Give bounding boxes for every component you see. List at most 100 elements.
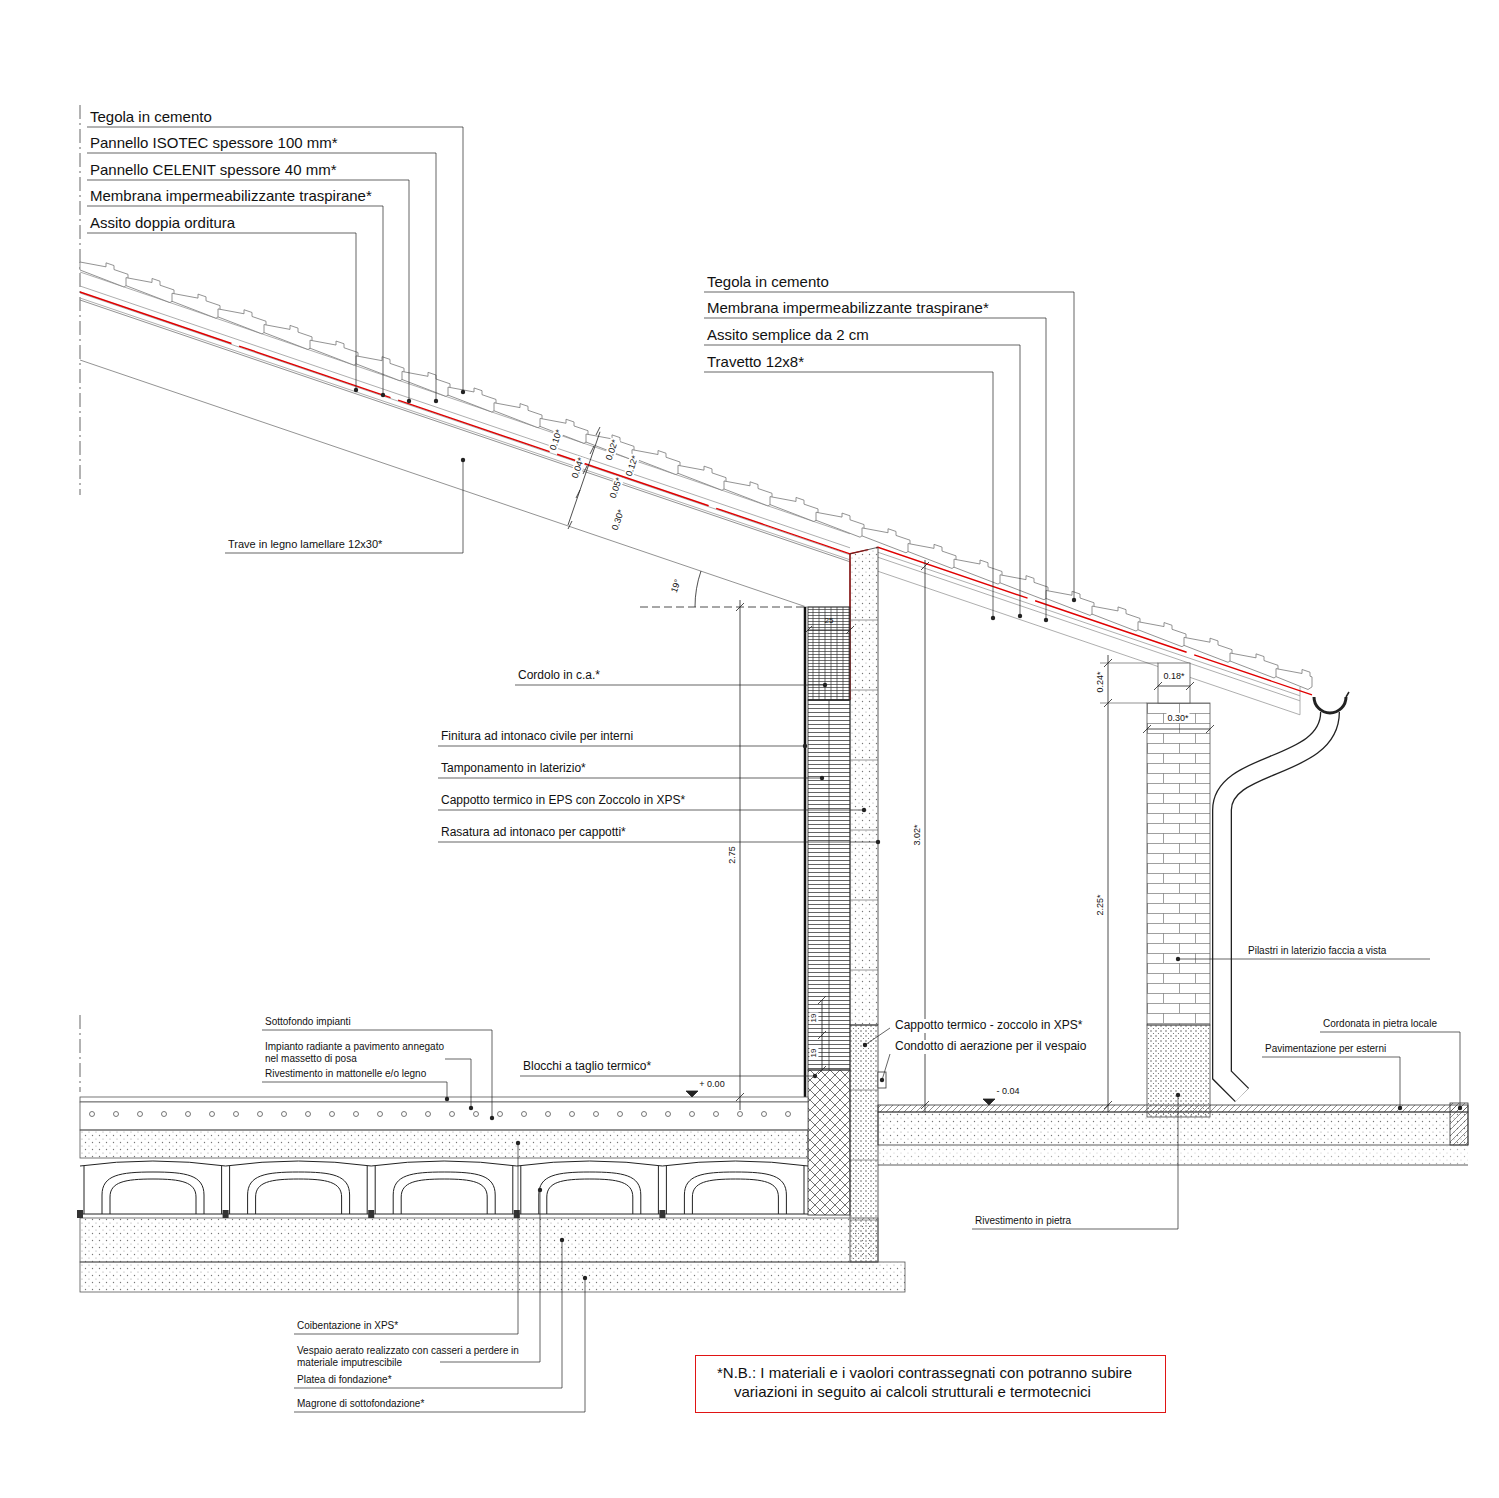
drawing-part [1222,712,1330,1095]
drawing-dot [570,1112,575,1117]
drawing-part [126,278,174,303]
callout-label: Impianto radiante a pavimento annegato n… [265,1041,460,1064]
drawing-part [520,1076,815,1077]
drawing-part [1276,669,1312,690]
drawing-part [704,345,1020,616]
drawing-part [804,607,807,1097]
drawing-dot [546,1112,551,1117]
dimension-value: 0.10* [547,427,564,452]
drawing-group [514,1161,663,1218]
drawing-dot [1018,614,1022,618]
drawing-part [218,309,266,334]
drawing-part [1154,682,1194,690]
drawing-dot [1458,1106,1462,1110]
drawing-part [514,1210,520,1218]
callout-label: Travetto 12x8* [707,353,804,370]
drawing-part [704,292,1074,600]
drawing-part [494,403,542,428]
drawing-part [678,465,726,490]
callout-label: Platea di fondazione* [297,1374,392,1386]
vespaio-formwork [77,1161,808,1218]
drawing-dot [823,683,827,687]
callout-label: Pannello ISOTEC spessore 100 mm* [90,134,338,151]
drawing-part [1147,1025,1210,1117]
callout-label: Finitura ad intonaco civile per interni [441,730,633,744]
drawing-part [438,778,822,779]
drawing-dot [1176,1093,1180,1097]
drawing-dot [426,1112,431,1117]
drawing-dot [1072,598,1076,602]
pillar [1147,663,1210,1117]
dimension-value: 3.02* [912,824,922,845]
drawing-dot [714,1112,719,1117]
drawing-part [440,1190,540,1362]
drawing-part [80,1102,808,1130]
dimension-value: 19 [809,1013,818,1024]
dimension-value: + 0.00 [699,1079,724,1089]
drawing-dot [583,1276,587,1280]
drawing-dot [461,458,465,462]
drawing-dot [1398,1106,1402,1110]
drawing-part [310,340,358,365]
drawing-dot [234,1112,239,1117]
drawing-part [80,360,805,607]
drawing-part [1147,703,1210,1025]
drawing-dot [820,776,824,780]
drawing-dot [498,1112,503,1117]
drawing-part [294,1240,562,1388]
note-box: *N.B.: I materiali e i vaolori contrasse… [695,1355,1166,1413]
drawing-part [517,1161,663,1214]
drawing-part [808,700,850,1070]
drawing-part [695,571,701,607]
drawing-part [808,607,850,700]
drawing-part [80,1130,808,1158]
downpipe [1222,692,1349,1095]
drawing-part [445,1059,471,1108]
drawing-dot [354,1112,359,1117]
drawing-part [1143,725,1214,733]
drawing-part [878,1145,1468,1165]
drawing-part [804,626,854,634]
drawing-dot [90,1112,95,1117]
drawing-part [686,1091,698,1097]
drawing-dot [880,1078,884,1082]
drawing-part [850,620,878,970]
callout-label: Cordonata in pietra locale [1323,1018,1437,1030]
drawing-part [1000,575,1048,600]
drawing-part [1104,655,1112,1112]
callout-label: Trave in legno lamellare 12x30* [228,538,382,551]
drawing-part [80,1218,878,1262]
drawing-dot [381,393,385,397]
callout-label: Tegola in cemento [90,108,212,125]
drawing-dot [762,1112,767,1117]
dimension-lines [568,427,1214,1112]
drawing-dot [474,1112,479,1117]
drawing-part [80,262,128,287]
callout-label: Cordolo in c.a.* [518,669,600,683]
drawing-part [568,432,600,525]
drawing-dot [330,1112,335,1117]
dimension-value: 0.30* [609,507,626,532]
drawing-dot [378,1112,383,1117]
callout-label: Pilastri in laterizio faccia a vista [1248,945,1386,957]
drawing-dot [445,1097,449,1101]
leader-lines [87,127,1460,1412]
drawing-dot [666,1112,671,1117]
drawing-part [515,685,825,686]
drawing-dot [786,1112,791,1117]
drawing-part [87,206,383,395]
drawing-dot [876,840,880,844]
drawing-dot [402,1112,407,1117]
drawing-dot [450,1112,455,1117]
drawing-group [77,1161,226,1218]
drawing-part [878,557,1300,701]
drawing-part [1346,692,1349,697]
drawing-part [632,450,680,475]
drawing-part [908,544,956,569]
drawing-dot [618,1112,623,1117]
callout-label: Sottofondo impianti [265,1016,351,1028]
callout-label: Cappotto termico in EPS con Zoccolo in X… [441,794,685,808]
callout-label: Membrana impermeabilizzante traspirane* [90,187,372,204]
membrane-line [80,292,1312,700]
